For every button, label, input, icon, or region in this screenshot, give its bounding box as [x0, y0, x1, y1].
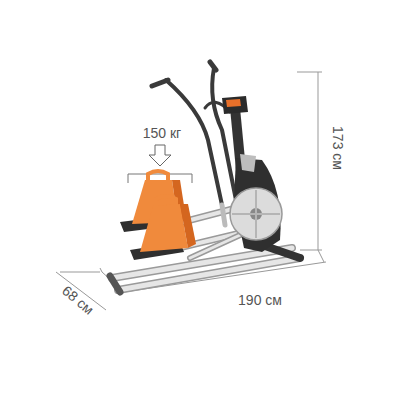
weights	[132, 171, 196, 252]
housing	[230, 154, 282, 252]
dimension-label: 190 см	[236, 293, 284, 307]
dimension-label: 173 см	[331, 124, 345, 172]
load-label: 150 кг	[141, 126, 183, 140]
dimension-lines	[56, 72, 326, 310]
load-indicator	[128, 145, 192, 183]
dimension-label: 68 см	[58, 282, 98, 318]
